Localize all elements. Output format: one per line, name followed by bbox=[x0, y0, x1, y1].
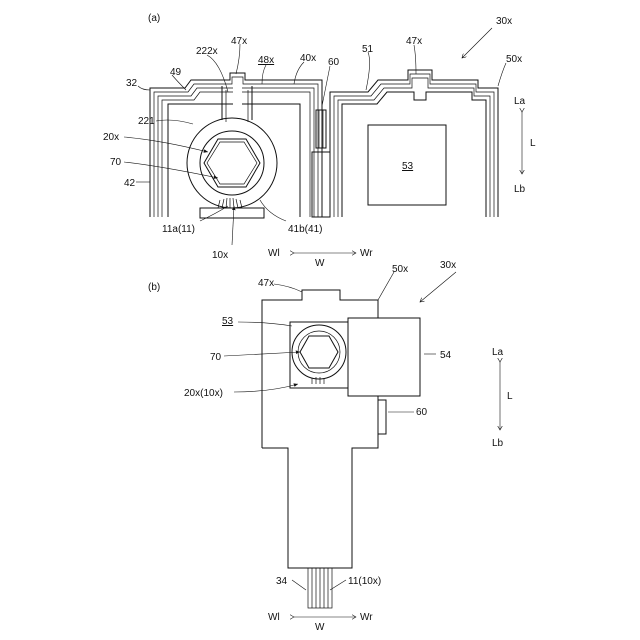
label-50x: 50x bbox=[506, 54, 522, 65]
label-32: 32 bbox=[126, 78, 138, 89]
ring-inner-b bbox=[298, 331, 340, 373]
label-49: 49 bbox=[170, 67, 182, 78]
label-53-b: 53 bbox=[222, 316, 234, 327]
label-47x-right: 47x bbox=[406, 36, 422, 47]
direction-l-b: La L Lb bbox=[492, 347, 513, 449]
label-48x: 48x bbox=[258, 55, 274, 66]
dir-w-b: W bbox=[315, 622, 325, 633]
direction-l-a: La L Lb bbox=[514, 96, 536, 195]
hex-nut-70-inner bbox=[207, 142, 257, 184]
dir-w-a: W bbox=[315, 258, 325, 269]
component-53-b bbox=[290, 322, 348, 388]
label-53: 53 bbox=[402, 161, 414, 172]
label-20x: 20x bbox=[103, 132, 119, 143]
panel-b-caption: (b) bbox=[148, 282, 160, 293]
panel-a-caption: (a) bbox=[148, 13, 160, 24]
label-11a: 11a(11) bbox=[162, 224, 195, 235]
label-47x-left: 47x bbox=[231, 36, 247, 47]
panel-a: (a) bbox=[103, 13, 536, 269]
leaders-b bbox=[224, 272, 456, 590]
ring-inner bbox=[200, 131, 264, 195]
label-47x-b: 47x bbox=[258, 278, 274, 289]
label-20x-b: 20x(10x) bbox=[184, 388, 223, 399]
label-41b: 41b(41) bbox=[288, 224, 322, 235]
label-51: 51 bbox=[362, 44, 374, 55]
label-54: 54 bbox=[440, 350, 452, 361]
component-54 bbox=[348, 318, 420, 396]
dir-la-a: La bbox=[514, 96, 526, 107]
dir-l-b: L bbox=[507, 391, 513, 402]
dir-wl-a: Wl bbox=[268, 248, 280, 259]
dir-lb-b: Lb bbox=[492, 438, 504, 449]
connector-60-b bbox=[378, 400, 386, 434]
label-30x-b: 30x bbox=[440, 260, 456, 271]
label-60: 60 bbox=[328, 57, 340, 68]
dir-lb-a: Lb bbox=[514, 184, 526, 195]
direction-w-a: Wl W Wr bbox=[268, 248, 373, 269]
label-222x: 222x bbox=[196, 46, 218, 57]
crimp-11a bbox=[200, 198, 264, 218]
label-60-b: 60 bbox=[416, 407, 428, 418]
label-50x-b: 50x bbox=[392, 264, 408, 275]
dir-wr-b: Wr bbox=[360, 612, 373, 623]
dir-wr-a: Wr bbox=[360, 248, 373, 259]
dir-wl-b: Wl bbox=[268, 612, 280, 623]
connector-60 bbox=[312, 110, 330, 217]
wire-strands bbox=[312, 568, 328, 608]
dir-l-a: L bbox=[530, 138, 536, 149]
label-40x: 40x bbox=[300, 53, 316, 64]
panel-b: (b) 30x 50x 47x 53 54 70 20x( bbox=[148, 260, 513, 633]
label-221: 221 bbox=[138, 116, 155, 127]
direction-w-b: Wl W Wr bbox=[268, 612, 373, 633]
label-42: 42 bbox=[124, 178, 136, 189]
hex-nut-70 bbox=[204, 139, 260, 187]
terminal-body-50x bbox=[262, 290, 378, 568]
left-housing-outline bbox=[150, 73, 322, 217]
label-70-b: 70 bbox=[210, 352, 222, 363]
hex-nut-70-b bbox=[300, 336, 338, 368]
dir-la-b: La bbox=[492, 347, 504, 358]
label-34: 34 bbox=[276, 576, 288, 587]
label-11-b: 11(10x) bbox=[348, 576, 381, 587]
label-10x: 10x bbox=[212, 250, 228, 261]
label-70: 70 bbox=[110, 157, 122, 168]
label-30x: 30x bbox=[496, 16, 512, 27]
right-housing-outline bbox=[330, 70, 498, 217]
